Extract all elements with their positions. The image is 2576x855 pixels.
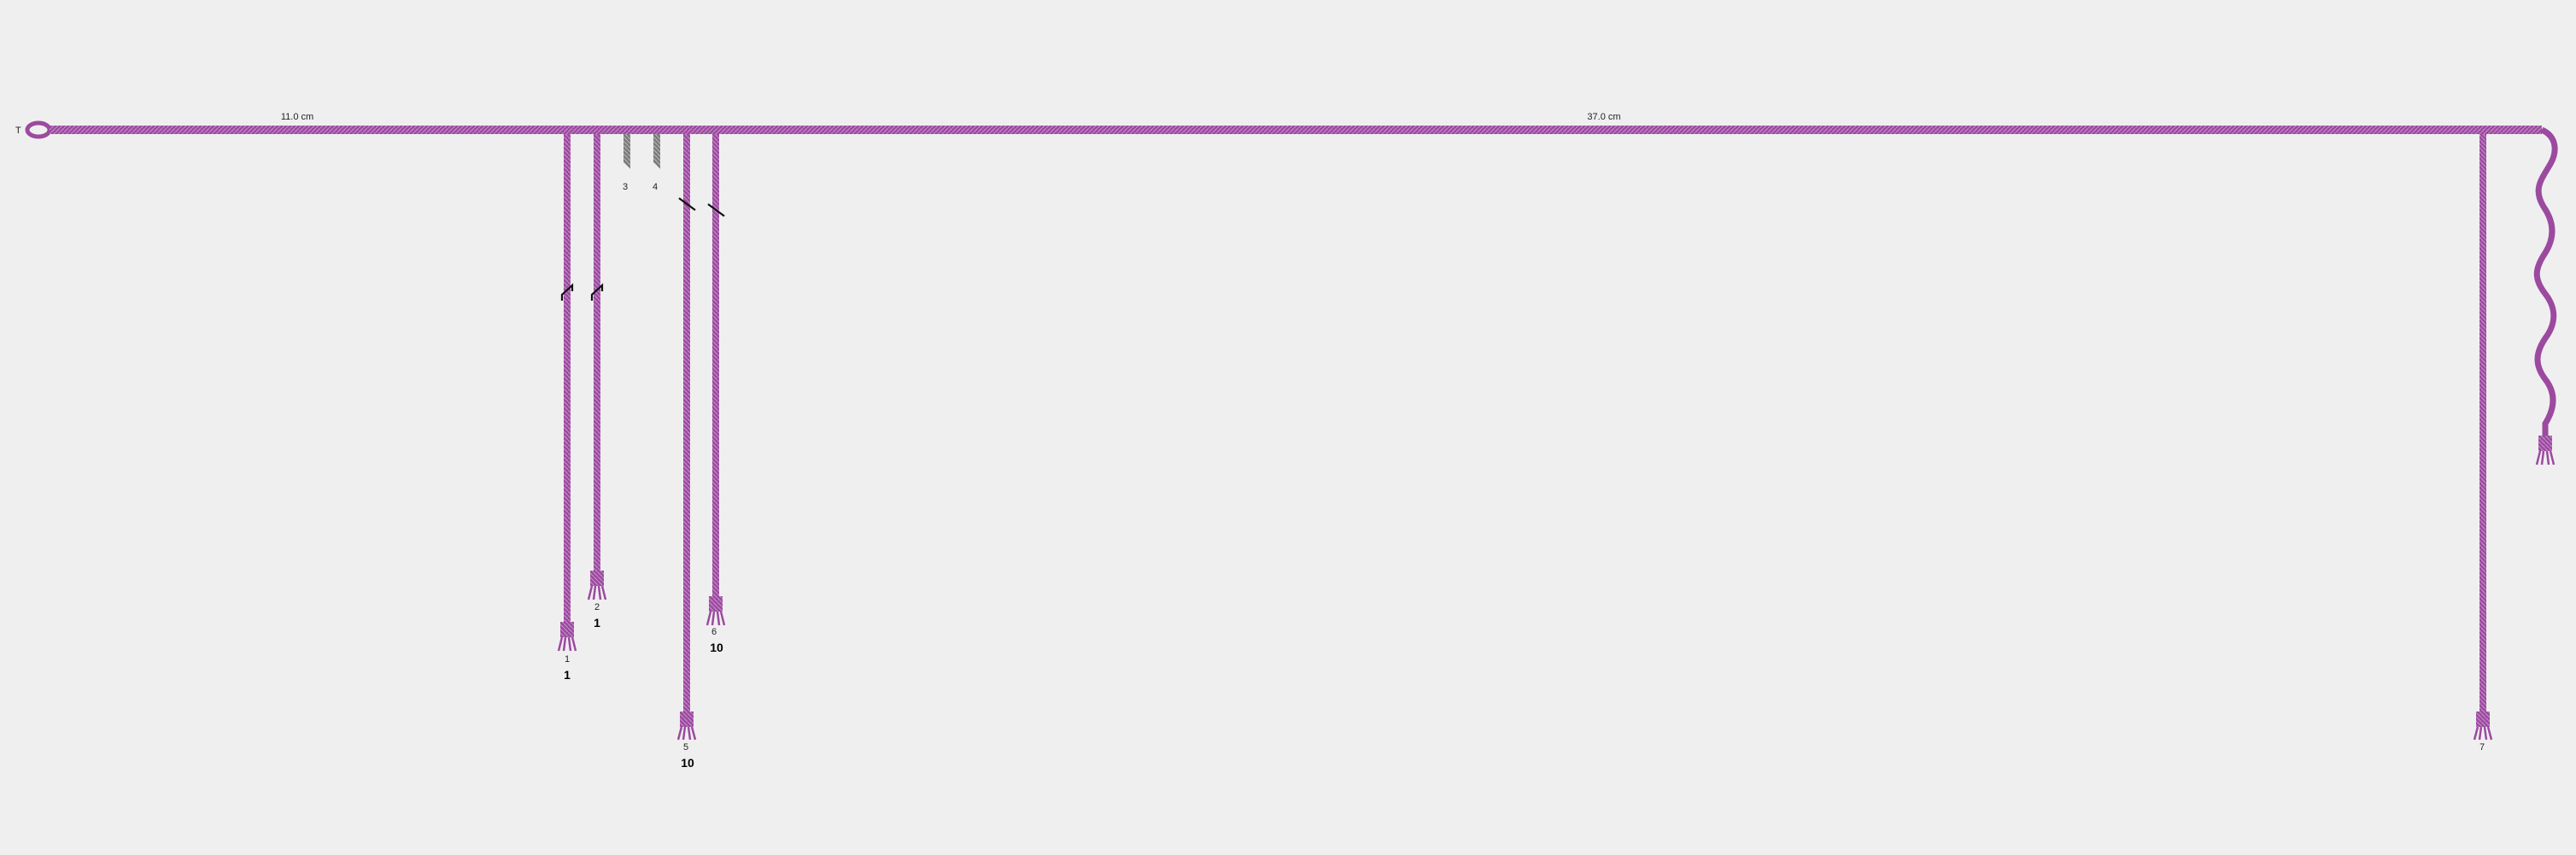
cord-3-strand [624,134,630,169]
cord-number: 3 [623,182,628,192]
cord-end-tassel [676,712,697,741]
cord-end-tassel [705,596,726,626]
cord-4-strand [653,134,660,169]
primary-cord-line [50,126,2542,134]
wavy-end-cord [2533,126,2558,437]
cord-number: 1 [565,654,570,665]
long-knot-mark [560,283,574,301]
cord-value: 10 [681,756,694,770]
cord-end-tassel [2473,712,2493,741]
pendant-cord-end [2533,126,2558,466]
cord-number: 2 [594,602,600,612]
pendant-cord-3: 3 [623,134,630,192]
cord-6-strand [712,134,719,598]
pendant-cord-4: 4 [653,134,660,192]
cord-5-strand [683,134,690,713]
primary-cord-label: T [15,126,21,136]
cord-end-tassel [557,622,577,652]
cord-7-strand [2479,134,2486,713]
pendant-cord-6: 6 10 [705,134,726,654]
pendant-cord-5: 5 10 [676,134,697,770]
cord-end-tassel [2535,436,2556,466]
cord-end-tassel [587,571,607,600]
cord-number: 5 [683,742,688,753]
pendant-cord-7: 7 [2473,134,2493,753]
spacing-label-2: 37.0 cm [1587,112,1620,122]
spacing-label-1: 11.0 cm [281,112,313,122]
cord-1-strand [564,134,571,624]
cord-value: 1 [594,616,600,630]
cord-2-strand [594,134,600,572]
cord-value: 1 [564,668,571,682]
pendant-cord-2: 2 1 [587,134,607,630]
single-knot-mark [707,203,725,217]
single-knot-mark [678,197,696,211]
pendant-cord-1: 1 1 [557,134,577,682]
cord-number: 7 [2479,742,2485,753]
primary-cord-loop [25,120,52,139]
cord-number: 6 [711,627,717,637]
long-knot-mark [590,283,604,301]
cord-value: 10 [710,641,723,654]
primary-cord: T 11.0 cm 37.0 cm [15,112,2542,139]
cord-number: 4 [653,182,658,192]
